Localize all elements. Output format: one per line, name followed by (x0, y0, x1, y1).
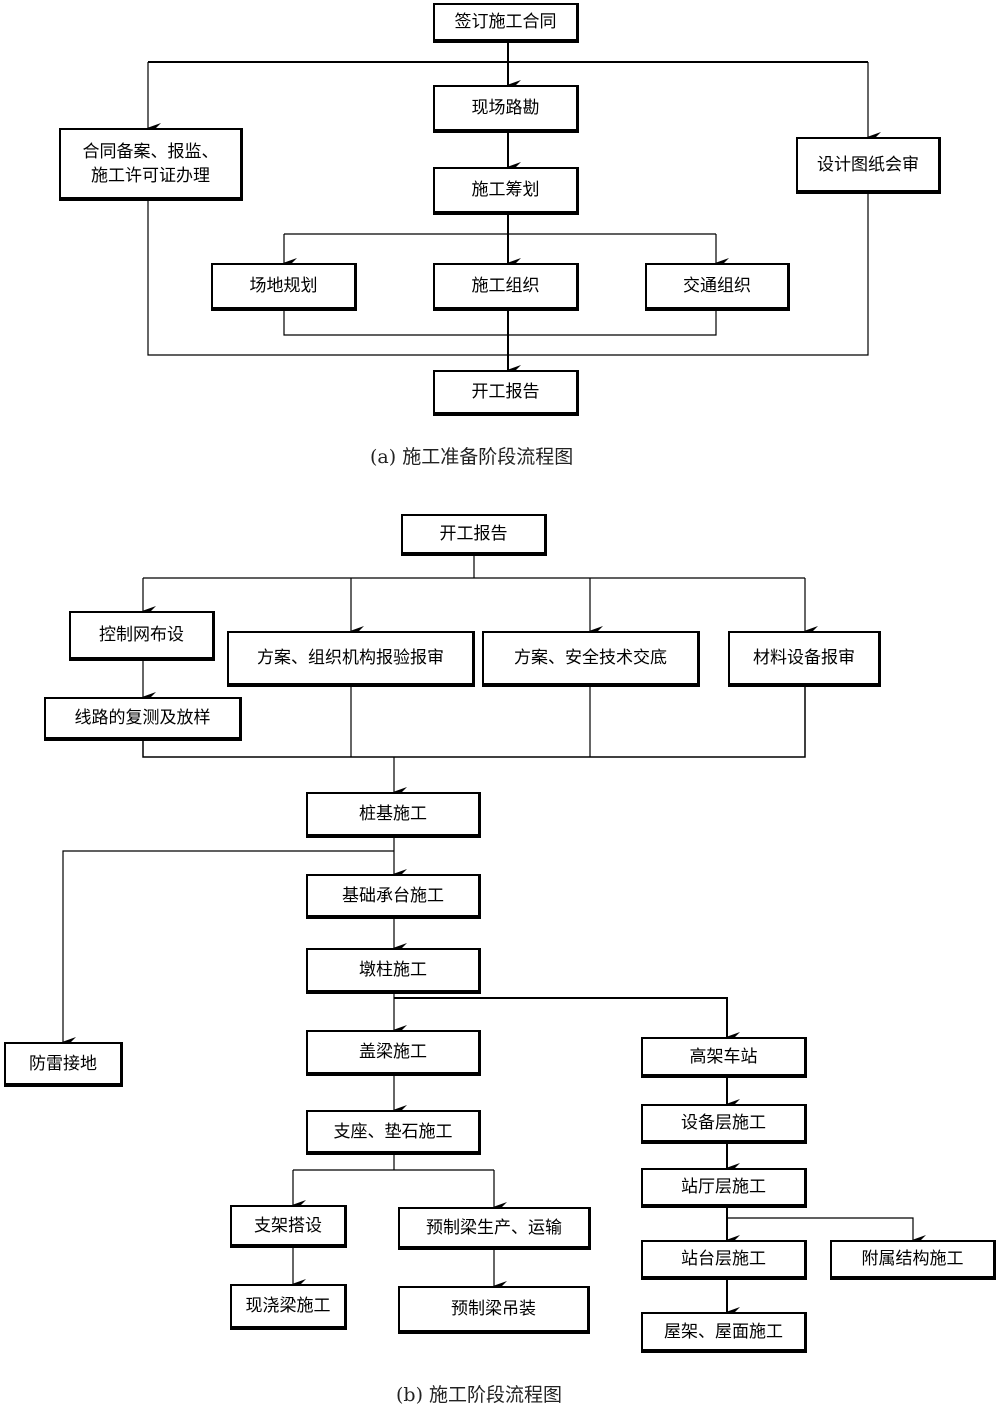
node-site-planning: 场地规划 (211, 263, 357, 311)
node-construction-planning: 施工筹划 (433, 167, 579, 215)
node-precast-beam-production: 预制梁生产、运输 (398, 1207, 591, 1250)
node-site-survey: 现场路勘 (433, 85, 579, 133)
node-contract-filing: 合同备案、报监、 施工许可证办理 (59, 128, 243, 201)
node-elevated-station: 高架车站 (641, 1037, 807, 1078)
node-start-report-b: 开工报告 (401, 514, 547, 556)
node-platform-floor: 站台层施工 (641, 1240, 807, 1280)
node-roof-construction: 屋架、屋面施工 (641, 1312, 807, 1353)
node-traffic-org: 交通组织 (645, 263, 790, 311)
connector-b-merge (142, 687, 806, 758)
node-sign-contract: 签订施工合同 (433, 3, 579, 43)
node-pier-construction: 墩柱施工 (306, 948, 481, 994)
caption-b: (b) 施工阶段流程图 (396, 1384, 563, 1406)
node-material-review: 材料设备报审 (728, 631, 881, 687)
caption-a: (a) 施工准备阶段流程图 (370, 446, 574, 468)
node-plan-safety-briefing: 方案、安全技术交底 (482, 631, 700, 687)
node-construction-org: 施工组织 (433, 263, 579, 311)
connector-b-to-station (394, 997, 740, 1042)
node-control-network: 控制网布设 (69, 611, 215, 661)
node-start-report-a: 开工报告 (433, 370, 579, 416)
node-concourse-floor: 站厅层施工 (641, 1168, 807, 1208)
connector-a-outer-loop (147, 194, 869, 356)
node-ancillary-structure: 附属结构施工 (830, 1240, 996, 1280)
connector-b-to-ancillary (727, 1217, 926, 1245)
connector-a-merge-bus (283, 311, 717, 336)
connector-b-to-lightning (62, 850, 394, 1047)
node-scaffold-erection: 支架搭设 (230, 1205, 347, 1248)
node-pile-foundation: 桩基施工 (306, 792, 481, 838)
node-plan-org-review: 方案、组织机构报验报审 (227, 631, 475, 687)
node-equipment-floor: 设备层施工 (641, 1104, 807, 1144)
node-route-survey: 线路的复测及放样 (44, 697, 242, 741)
node-cast-in-place-beam: 现浇梁施工 (230, 1284, 347, 1330)
node-cap-construction: 基础承台施工 (306, 874, 481, 919)
node-precast-beam-lifting: 预制梁吊装 (398, 1286, 590, 1334)
node-bearing-pad: 支座、垫石施工 (306, 1110, 481, 1155)
node-capping-beam: 盖梁施工 (306, 1030, 481, 1076)
node-drawing-review: 设计图纸会审 (796, 137, 941, 194)
node-lightning-grounding: 防雷接地 (4, 1042, 123, 1087)
